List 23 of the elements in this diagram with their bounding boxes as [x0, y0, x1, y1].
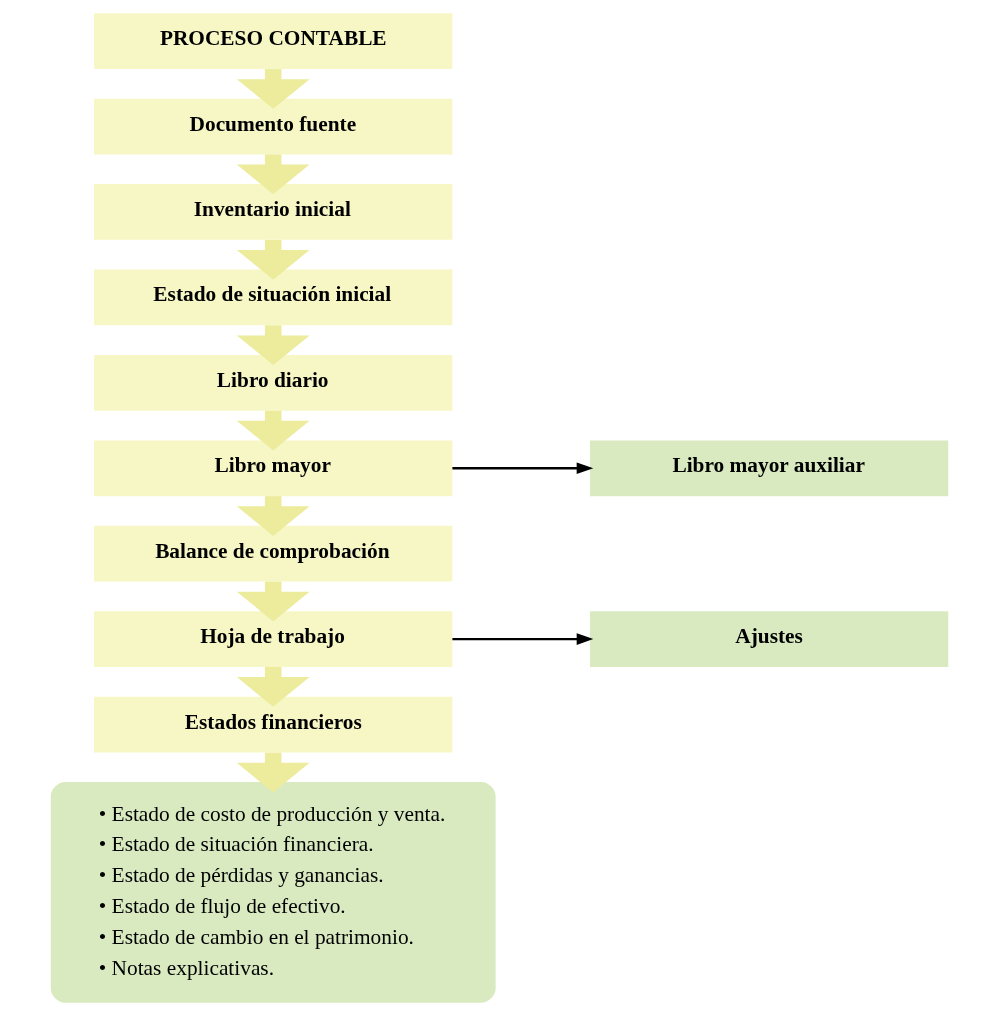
- node-box: Estado de situación inicial: [93, 269, 452, 326]
- node-box: Inventario inicial: [93, 184, 452, 240]
- node-box: Libro diario: [93, 354, 452, 411]
- arrow: [236, 496, 310, 536]
- node-box: Estados financieros: [93, 696, 452, 753]
- node-box: Ajustes: [589, 611, 948, 667]
- arrow: [236, 581, 310, 622]
- arrow: [236, 154, 310, 195]
- arrow: [236, 325, 310, 366]
- arrow: [236, 239, 310, 280]
- node-box: Libro mayor: [93, 440, 452, 497]
- arrow: [451, 462, 593, 475]
- node-box: PROCESO CONTABLE: [93, 13, 452, 70]
- arrow: [236, 667, 310, 707]
- node-box: Balance de comprobación: [93, 525, 452, 582]
- arrow: [451, 633, 593, 645]
- arrow: [236, 69, 310, 109]
- node-box: Libro mayor auxiliar: [589, 440, 948, 497]
- node-box: Documento fuente: [93, 98, 452, 155]
- arrow: [236, 752, 310, 793]
- arrow: [236, 410, 310, 451]
- node-box: Hoja de trabajo: [93, 611, 452, 667]
- node-box: • Estado de costo de producción y venta. • Estado de situación financiera. • Estado de pérdidas y ganancias. • Estado de flujo de efectivo. • Estado de cambio en el patrimonio. • Notas explicativas.: [50, 782, 496, 1003]
